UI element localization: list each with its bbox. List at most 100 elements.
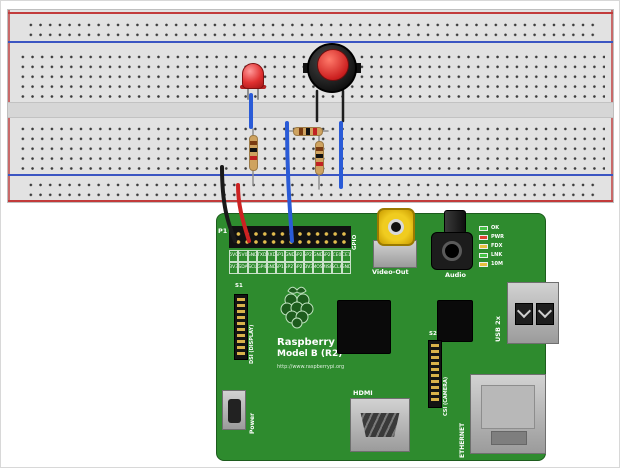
status-led-row: 10M bbox=[479, 260, 504, 268]
gpio-pin-label: SCL bbox=[247, 262, 258, 274]
usb-port-detail bbox=[537, 303, 553, 319]
gpio-pin-label: 3V3 bbox=[304, 262, 314, 274]
dsi-contacts bbox=[237, 298, 245, 356]
ethernet-connector bbox=[470, 374, 546, 454]
audio-jack-barrel bbox=[444, 210, 466, 234]
gpio-pin-label: GP23 bbox=[294, 250, 305, 262]
s2-label: S2 bbox=[429, 331, 437, 337]
gpio-pin-label: GP27 bbox=[285, 262, 295, 274]
status-led-label: 10M bbox=[491, 260, 503, 267]
gpio-pin-label: GP22 bbox=[294, 262, 305, 274]
positive-rail-line-top bbox=[8, 12, 613, 14]
lan-chip bbox=[437, 300, 473, 342]
csi-contacts bbox=[431, 344, 439, 404]
status-led-row: FDX bbox=[479, 242, 504, 250]
pushbutton-cap bbox=[317, 49, 349, 81]
hdmi-connector bbox=[350, 398, 410, 452]
gpio-pin-label: GND bbox=[247, 250, 258, 262]
status-led bbox=[479, 261, 488, 267]
status-led bbox=[479, 252, 488, 258]
gpio-pin-label: GND bbox=[285, 250, 295, 262]
center-channel bbox=[8, 102, 613, 118]
gpio-pin-label-row-top: 5V05V0GNDTXDRXDGP18GNDGP23GP24GNDGP25CE0… bbox=[229, 250, 351, 262]
gpio-pin-label: SDA bbox=[238, 262, 248, 274]
video-out-jack bbox=[377, 208, 415, 246]
gpio-pin-label: 3V3 bbox=[229, 262, 239, 274]
status-led-label: LNK bbox=[491, 251, 503, 258]
board-title: Raspberry Pi bbox=[277, 337, 350, 348]
resistor-2 bbox=[293, 127, 323, 136]
status-led bbox=[479, 234, 488, 240]
pushbutton bbox=[307, 43, 357, 93]
usb-port-detail bbox=[516, 303, 532, 319]
gpio-pin-label: GND bbox=[313, 250, 323, 262]
bottom-power-rail-holes bbox=[24, 178, 597, 198]
resistor-1 bbox=[249, 135, 258, 171]
status-led bbox=[479, 225, 488, 231]
gpio-header bbox=[229, 226, 351, 248]
usb-connector bbox=[507, 282, 559, 344]
ethernet-slot bbox=[491, 431, 527, 445]
soc-chip bbox=[337, 300, 391, 354]
gpio-pin-label: 5V0 bbox=[238, 250, 248, 262]
gpio-pin-label: 5V0 bbox=[229, 250, 239, 262]
negative-rail-line-top bbox=[8, 41, 613, 43]
raspberry-pi-logo bbox=[280, 286, 314, 329]
s1-label: S1 bbox=[235, 283, 243, 289]
top-power-rail-holes bbox=[24, 18, 597, 38]
gpio-pin-label: CE0 bbox=[332, 250, 342, 262]
gpio-pin-label: GP4 bbox=[257, 262, 267, 274]
usb-port-2 bbox=[536, 303, 554, 325]
button-side-tab-right bbox=[355, 63, 361, 73]
status-led-row: OK bbox=[479, 224, 504, 232]
dsi-connector bbox=[234, 294, 248, 360]
status-led bbox=[479, 243, 488, 249]
gpio-pin-label: CE1 bbox=[341, 250, 351, 262]
board-url: http://www.raspberrypi.org bbox=[277, 364, 345, 370]
ethernet-inner bbox=[481, 385, 535, 429]
positive-rail-line-bottom bbox=[8, 200, 613, 202]
hdmi-label: HDMI bbox=[353, 389, 373, 397]
status-led-row: LNK bbox=[479, 251, 504, 259]
resistor-3 bbox=[315, 141, 324, 175]
usb-label: USB 2x bbox=[494, 316, 502, 342]
power-slot bbox=[228, 399, 241, 423]
csi-connector bbox=[428, 340, 442, 408]
hdmi-slot bbox=[360, 413, 400, 437]
video-out-label: Video-Out bbox=[372, 268, 409, 276]
gpio-pin-label: MOSI bbox=[313, 262, 323, 274]
gpio-pin-label: SCLK bbox=[332, 262, 342, 274]
gpio-pin-label: GP17 bbox=[275, 262, 286, 274]
button-side-tab-left bbox=[303, 63, 309, 73]
csi-label: CSI (CAMERA) bbox=[443, 376, 449, 416]
breadboard bbox=[7, 9, 614, 203]
negative-rail-line-bottom bbox=[8, 174, 613, 176]
gpio-pin-label: GP24 bbox=[304, 250, 314, 262]
gpio-pin-label: RXD bbox=[266, 250, 276, 262]
status-led-block: OK PWR FDX LNK 1 bbox=[479, 224, 504, 269]
status-led-row: PWR bbox=[479, 233, 504, 241]
gpio-label: GPIO bbox=[352, 234, 358, 250]
gpio-pin-label: GP18 bbox=[275, 250, 286, 262]
gpio-pin-label-row-bottom: 3V3SDASCLGP4GNDGP17GP27GP223V3MOSIMISOSC… bbox=[229, 262, 351, 274]
raspberry-pi-board: P1 GPIO 5V05V0GNDTXDRXDGP18GNDGP23GP24GN… bbox=[216, 208, 559, 461]
power-connector bbox=[222, 390, 246, 430]
status-led-label: FDX bbox=[491, 242, 503, 249]
power-label: Power bbox=[249, 412, 256, 434]
dsi-label: DSI (DISPLAY) bbox=[249, 324, 255, 364]
board-subtitle: Model B (R2) bbox=[277, 349, 343, 359]
gpio-pin-label: MISO bbox=[322, 262, 333, 274]
logo-leaves bbox=[287, 286, 307, 294]
usb-port-1 bbox=[515, 303, 533, 325]
gpio-pin-label: GND bbox=[266, 262, 276, 274]
status-led-label: PWR bbox=[491, 233, 505, 240]
gpio-pin-label: TXD bbox=[257, 250, 267, 262]
red-led bbox=[242, 63, 264, 89]
gpio-pins bbox=[233, 229, 347, 245]
video-out-hole bbox=[388, 219, 404, 235]
p1-label: P1 bbox=[218, 227, 228, 235]
audio-label: Audio bbox=[445, 271, 467, 279]
ethernet-label: ETHERNET bbox=[459, 422, 466, 458]
audio-jack-body bbox=[431, 232, 473, 270]
